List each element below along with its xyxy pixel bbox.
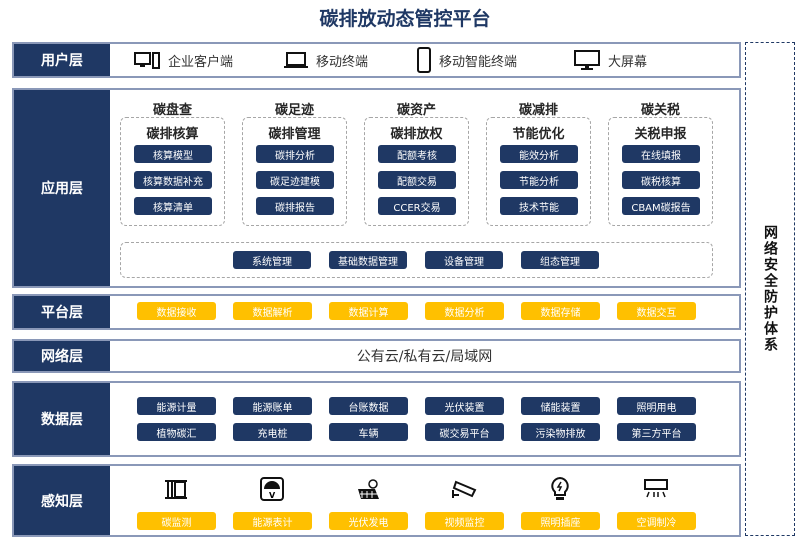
data-source-item[interactable]: 充电桩 <box>233 423 312 441</box>
sensing-item[interactable]: 视频监控 <box>425 512 504 530</box>
data-source-item[interactable]: 光伏装置 <box>425 397 504 415</box>
user-item: 企业客户端 <box>134 44 233 76</box>
layer-label: 感知层 <box>14 466 110 535</box>
data-source-item[interactable]: 能源账单 <box>233 397 312 415</box>
group-box <box>608 117 713 226</box>
sensing-item[interactable]: 碳监测 <box>137 512 216 530</box>
laptop-icon <box>284 52 308 68</box>
monitor-icon <box>574 50 600 70</box>
data-source-item[interactable]: 照明用电 <box>617 397 696 415</box>
app-module-button[interactable]: 碳税核算 <box>622 171 700 189</box>
app-module-button[interactable]: 碳排分析 <box>256 145 334 163</box>
layer-label: 数据层 <box>14 383 110 455</box>
group-subtitle: 碳排放权 <box>390 127 443 142</box>
group-title: 碳盘查 <box>152 103 192 118</box>
app-module-button[interactable]: 核算模型 <box>134 145 212 163</box>
platform-item[interactable]: 数据解析 <box>233 302 312 320</box>
group-title: 碳足迹 <box>274 103 314 118</box>
system-module-button[interactable]: 系统管理 <box>233 251 311 269</box>
group-box <box>120 117 225 226</box>
group-subtitle: 关税申报 <box>634 127 687 142</box>
sensing-item[interactable]: 照明插座 <box>521 512 600 530</box>
smartphone-icon <box>417 47 431 73</box>
group-box <box>486 117 591 226</box>
user-item: 大屏幕 <box>574 44 647 76</box>
air-conditioner-icon <box>643 477 669 501</box>
platform-item[interactable]: 数据交互 <box>617 302 696 320</box>
security-label: 网络安全防护体系 <box>762 225 778 353</box>
user-item-label: 移动智能终端 <box>439 54 518 70</box>
data-source-item[interactable]: 储能装置 <box>521 397 600 415</box>
user-layer: 用户层 企业客户端 移动终端 移动智能终端 大屏幕 <box>12 42 741 78</box>
data-source-item[interactable]: 污染物排放 <box>521 423 600 441</box>
data-source-item[interactable]: 植物碳汇 <box>137 423 216 441</box>
group-box <box>364 117 469 226</box>
app-module-button[interactable]: 配额交易 <box>378 171 456 189</box>
sensing-item[interactable]: 空调制冷 <box>617 512 696 530</box>
system-module-button[interactable]: 基础数据管理 <box>329 251 407 269</box>
meter-icon: V <box>259 477 285 501</box>
carbon-monitor-icon <box>163 477 189 501</box>
data-source-item[interactable]: 车辆 <box>329 423 408 441</box>
system-box <box>120 242 713 278</box>
group-subtitle: 碳排核算 <box>146 127 199 142</box>
layer-label: 用户层 <box>14 44 110 76</box>
desktop-icon <box>134 52 160 69</box>
data-source-item[interactable]: 能源计量 <box>137 397 216 415</box>
app-module-button[interactable]: CCER交易 <box>378 197 456 215</box>
data-source-item[interactable]: 碳交易平台 <box>425 423 504 441</box>
group-title: 碳关税 <box>640 103 680 118</box>
platform-item[interactable]: 数据分析 <box>425 302 504 320</box>
network-text: 公有云/私有云/局域网 <box>356 349 493 365</box>
platform-item[interactable]: 数据计算 <box>329 302 408 320</box>
network-layer: 网络层 公有云/私有云/局域网 <box>12 339 741 373</box>
layer-label: 平台层 <box>14 296 110 328</box>
user-item-label: 企业客户端 <box>168 54 234 70</box>
app-module-button[interactable]: 核算清单 <box>134 197 212 215</box>
user-item: 移动终端 <box>284 44 368 76</box>
user-item-label: 移动终端 <box>316 54 369 70</box>
sensing-item[interactable]: 能源表计 <box>233 512 312 530</box>
svg-text:V: V <box>269 491 276 500</box>
app-module-button[interactable]: 在线填报 <box>622 145 700 163</box>
group-box <box>242 117 347 226</box>
data-layer: 数据层 <box>12 381 741 457</box>
system-module-button[interactable]: 组态管理 <box>521 251 599 269</box>
user-item-label: 大屏幕 <box>608 54 648 70</box>
group-title: 碳资产 <box>396 103 436 118</box>
data-source-item[interactable]: 第三方平台 <box>617 423 696 441</box>
group-title: 碳减排 <box>518 103 558 118</box>
group-subtitle: 节能优化 <box>512 127 565 142</box>
lightbulb-icon <box>547 477 573 501</box>
layer-label: 网络层 <box>14 341 110 371</box>
security-system-column: 网络安全防护体系 <box>745 42 795 536</box>
app-module-button[interactable]: 碳足迹建模 <box>256 171 334 189</box>
user-item: 移动智能终端 <box>417 44 517 76</box>
app-module-button[interactable]: 能效分析 <box>500 145 578 163</box>
platform-item[interactable]: 数据存储 <box>521 302 600 320</box>
app-module-button[interactable]: 核算数据补充 <box>134 171 212 189</box>
app-module-button[interactable]: 配额考核 <box>378 145 456 163</box>
app-module-button[interactable]: 碳排报告 <box>256 197 334 215</box>
group-subtitle: 碳排管理 <box>268 127 321 142</box>
app-module-button[interactable]: 技术节能 <box>500 197 578 215</box>
solar-panel-icon <box>355 477 381 501</box>
cctv-camera-icon <box>451 477 477 501</box>
system-module-button[interactable]: 设备管理 <box>425 251 503 269</box>
sensing-item[interactable]: 光伏发电 <box>329 512 408 530</box>
app-module-button[interactable]: CBAM碳报告 <box>622 197 700 215</box>
platform-item[interactable]: 数据接收 <box>137 302 216 320</box>
app-module-button[interactable]: 节能分析 <box>500 171 578 189</box>
page-title: 碳排放动态管控平台 <box>319 8 491 30</box>
layer-label: 应用层 <box>14 90 110 286</box>
data-source-item[interactable]: 台账数据 <box>329 397 408 415</box>
